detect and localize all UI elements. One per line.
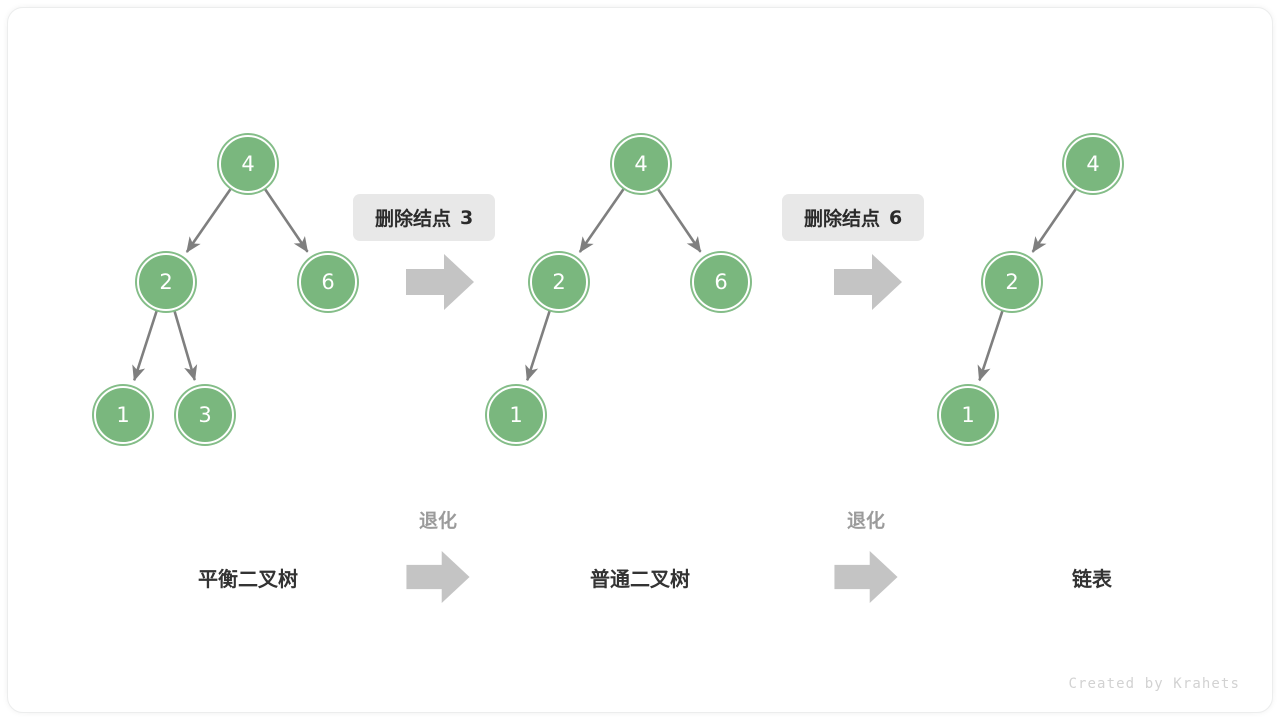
figure-card (7, 7, 1273, 713)
tree-node-ordinary-binary-tree-4: 4 (612, 135, 670, 193)
stage-caption-linked-list: 链表 (1072, 567, 1112, 591)
tree-edge-balanced-binary-tree-2-3 (173, 310, 198, 381)
stage-caption-balanced-binary-tree: 平衡二叉树 (198, 567, 298, 591)
tree-node-ordinary-binary-tree-2: 2 (530, 253, 588, 311)
tree-node-linked-list-2: 2 (983, 253, 1041, 311)
operation-text: 删除结点 (375, 208, 452, 230)
tree-node-balanced-binary-tree-2: 2 (137, 253, 195, 311)
tree-edge-linked-list-4-2 (1031, 188, 1077, 253)
operation-value: 3 (460, 206, 474, 229)
tree-node-balanced-binary-tree-1: 1 (94, 386, 152, 444)
tree-node-linked-list-1: 1 (939, 386, 997, 444)
degrade-arrow-degrade-2 (834, 551, 898, 603)
operation-value: 6 (889, 206, 903, 229)
operation-label-delete-node-3: 删除结点 3 (353, 194, 496, 241)
tree-edge-ordinary-binary-tree-4-6 (657, 188, 702, 253)
degrade-label-degrade-2: 退化 (846, 510, 886, 532)
tree-node-linked-list-4: 4 (1064, 135, 1122, 193)
tree-edge-balanced-binary-tree-4-2 (185, 188, 232, 253)
operation-text: 删除结点 (804, 208, 881, 230)
tree-edge-balanced-binary-tree-4-6 (264, 188, 309, 253)
tree-edge-balanced-binary-tree-2-1 (132, 310, 158, 382)
credit-text: Created by Krahets (1068, 676, 1240, 692)
stage-caption-ordinary-binary-tree: 普通二叉树 (590, 567, 690, 591)
tree-node-balanced-binary-tree-4: 4 (219, 135, 277, 193)
tree-node-balanced-binary-tree-6: 6 (299, 253, 357, 311)
degrade-label-degrade-1: 退化 (418, 510, 458, 532)
tree-edge-ordinary-binary-tree-4-2 (578, 188, 625, 253)
tree-node-ordinary-binary-tree-1: 1 (487, 386, 545, 444)
tree-node-balanced-binary-tree-3: 3 (176, 386, 234, 444)
degrade-arrow-degrade-1 (406, 551, 470, 603)
tree-node-ordinary-binary-tree-6: 6 (692, 253, 750, 311)
transform-arrow-delete-node-6 (834, 254, 902, 310)
tree-edge-linked-list-2-1 (977, 310, 1004, 382)
operation-label-delete-node-6: 删除结点 6 (782, 194, 925, 241)
transform-arrow-delete-node-3 (406, 254, 474, 310)
tree-edge-ordinary-binary-tree-2-1 (525, 310, 551, 382)
